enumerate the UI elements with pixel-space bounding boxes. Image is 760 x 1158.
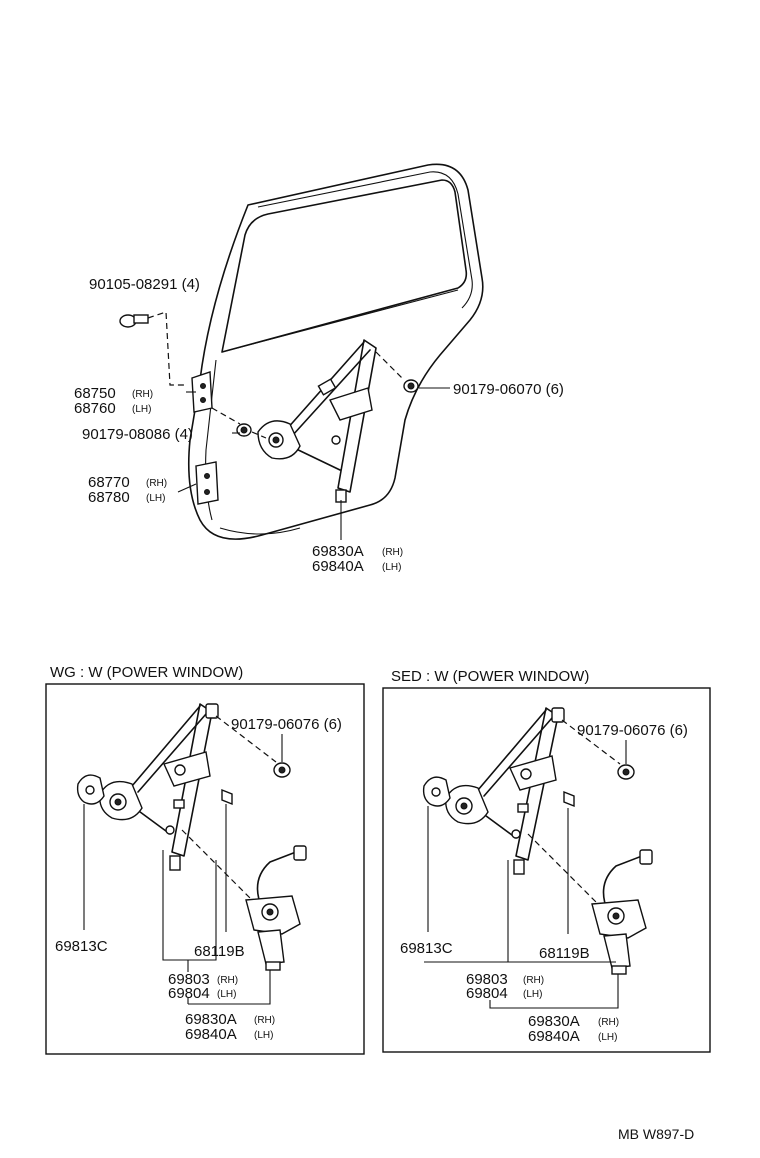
panel-wg-motor-rh-side: (RH) xyxy=(254,1015,275,1026)
upper-hinge xyxy=(186,371,213,413)
panel-wg-clip: 68119B xyxy=(194,943,245,960)
panel-sed-plate: 69813C xyxy=(400,940,453,957)
label-hinge-lower-lh: 68780 xyxy=(88,489,130,506)
panel-sed-regulator-lh-side: (LH) xyxy=(523,989,542,1000)
label-hinge-upper-lh-side: (LH) xyxy=(132,404,151,415)
panel-wg-regulator-rh: 69803 xyxy=(168,971,210,988)
diagram-code: MB W897-D xyxy=(618,1126,694,1142)
svg-text:90179-06076 (6): 90179-06076 (6) xyxy=(231,716,342,733)
lower-hinge xyxy=(195,461,219,505)
panel-sed-motor-rh: 69830A xyxy=(528,1013,580,1030)
panel-sed-motor-lh: 69840A xyxy=(528,1028,580,1045)
panel-wg-motor-rh: 69830A xyxy=(185,1011,237,1028)
panel-sed-clip: 68119B xyxy=(539,945,590,962)
svg-text:90179-06070 (6): 90179-06070 (6) xyxy=(453,381,564,398)
panel-sed-regulator-rh: 69803 xyxy=(466,971,508,988)
panel-sed-regulator-lh: 69804 xyxy=(466,985,508,1002)
panel-sed-regulator-rh-side: (RH) xyxy=(523,975,544,986)
label-hinge-lower-lh-side: (LH) xyxy=(146,493,165,504)
label-hinge-lower-rh: 68770 xyxy=(88,474,130,491)
panel-sed: SED : W (POWER WINDOW) xyxy=(382,668,711,1053)
svg-text:90105-08291 (4): 90105-08291 (4) xyxy=(89,276,200,293)
label-hinge-lower-rh-side: (RH) xyxy=(146,478,167,489)
label-regulator-rh: 69830A xyxy=(312,543,364,560)
label-regulator-rh-side: (RH) xyxy=(382,547,403,558)
panel-wg-regulator-rh-side: (RH) xyxy=(217,975,238,986)
svg-text:90179-08086 (4): 90179-08086 (4) xyxy=(82,426,193,443)
main-window-regulator xyxy=(257,339,377,503)
nut-90179-06070 xyxy=(403,379,419,393)
label-hinge-upper-rh: 68750 xyxy=(74,385,116,402)
svg-text:90179-06076 (6): 90179-06076 (6) xyxy=(577,722,688,739)
panel-sed-nut: 90179-06076 xyxy=(577,722,665,739)
label-nut-a-qty: (4) xyxy=(175,426,193,443)
label-bolt: 90105-08291 xyxy=(89,276,177,293)
door-assembly xyxy=(187,163,484,540)
label-hinge-upper-lh: 68760 xyxy=(74,400,116,417)
label-nut-b-qty: (6) xyxy=(546,381,564,398)
panel-sed-nut-qty: (6) xyxy=(670,722,688,739)
panel-wg: WG : W (POWER WINDOW) xyxy=(45,664,365,1055)
panel-wg-motor-lh-side: (LH) xyxy=(254,1030,273,1041)
bolt-90105 xyxy=(119,314,149,328)
nut-90179-08086 xyxy=(236,423,252,437)
panel-wg-plate: 69813C xyxy=(55,938,108,955)
panel-wg-nut: 90179-06076 xyxy=(231,716,319,733)
label-regulator-lh-side: (LH) xyxy=(382,562,401,573)
panel-sed-motor-rh-side: (RH) xyxy=(598,1017,619,1028)
panel-wg-motor-lh: 69840A xyxy=(185,1026,237,1043)
panel-sed-motor-lh-side: (LH) xyxy=(598,1032,617,1043)
label-hinge-upper-rh-side: (RH) xyxy=(132,389,153,400)
label-regulator-lh: 69840A xyxy=(312,558,364,575)
label-bolt-qty: (4) xyxy=(182,276,200,293)
label-nut-a: 90179-08086 xyxy=(82,426,170,443)
panel-wg-nut-qty: (6) xyxy=(324,716,342,733)
main-labels: 90105-08291 (4) 68750 (RH) 68760 (LH) 90… xyxy=(74,276,564,575)
panel-wg-regulator-lh-side: (LH) xyxy=(217,989,236,1000)
panel-wg-regulator-lh: 69804 xyxy=(168,985,210,1002)
label-nut-b: 90179-06070 xyxy=(453,381,541,398)
panel-sed-title: SED : W (POWER WINDOW) xyxy=(391,668,589,685)
panel-wg-title: WG : W (POWER WINDOW) xyxy=(50,664,243,681)
